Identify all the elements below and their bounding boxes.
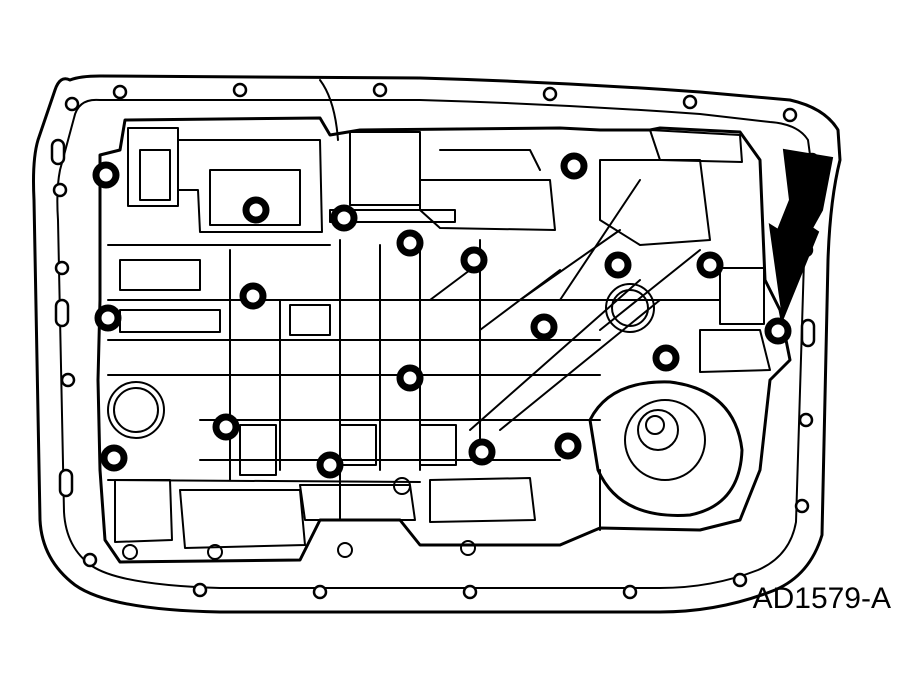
bolt-marker xyxy=(530,313,558,341)
bolt-marker xyxy=(460,246,488,274)
bolt-marker xyxy=(652,344,680,372)
bolt-marker xyxy=(239,282,267,310)
bolt-marker xyxy=(242,196,270,224)
bolt-marker xyxy=(316,451,344,479)
bores xyxy=(107,283,771,531)
bolt-marker xyxy=(554,432,582,460)
valve-grid xyxy=(107,179,721,521)
bolt-markers xyxy=(92,152,792,479)
valve-body-plate xyxy=(96,116,792,564)
lower-components xyxy=(114,477,536,560)
gasket-outline xyxy=(32,74,842,614)
arrow-icon xyxy=(768,148,834,322)
bolt-marker xyxy=(696,251,724,279)
bolt-marker xyxy=(604,251,632,279)
bolt-marker xyxy=(396,364,424,392)
gasket-inner-outline xyxy=(56,98,813,589)
bolt-marker xyxy=(92,161,120,189)
bolt-marker xyxy=(94,304,122,332)
bolt-marker xyxy=(468,438,496,466)
gasket-holes xyxy=(50,82,820,600)
bolt-marker xyxy=(764,317,792,345)
upper-components xyxy=(127,79,765,325)
figure-id-label: AD1579-A xyxy=(752,582,891,615)
bolt-marker xyxy=(100,444,128,472)
bolt-marker xyxy=(330,204,358,232)
bolt-marker xyxy=(212,413,240,441)
bolt-marker xyxy=(396,229,424,257)
bolt-marker xyxy=(560,152,588,180)
